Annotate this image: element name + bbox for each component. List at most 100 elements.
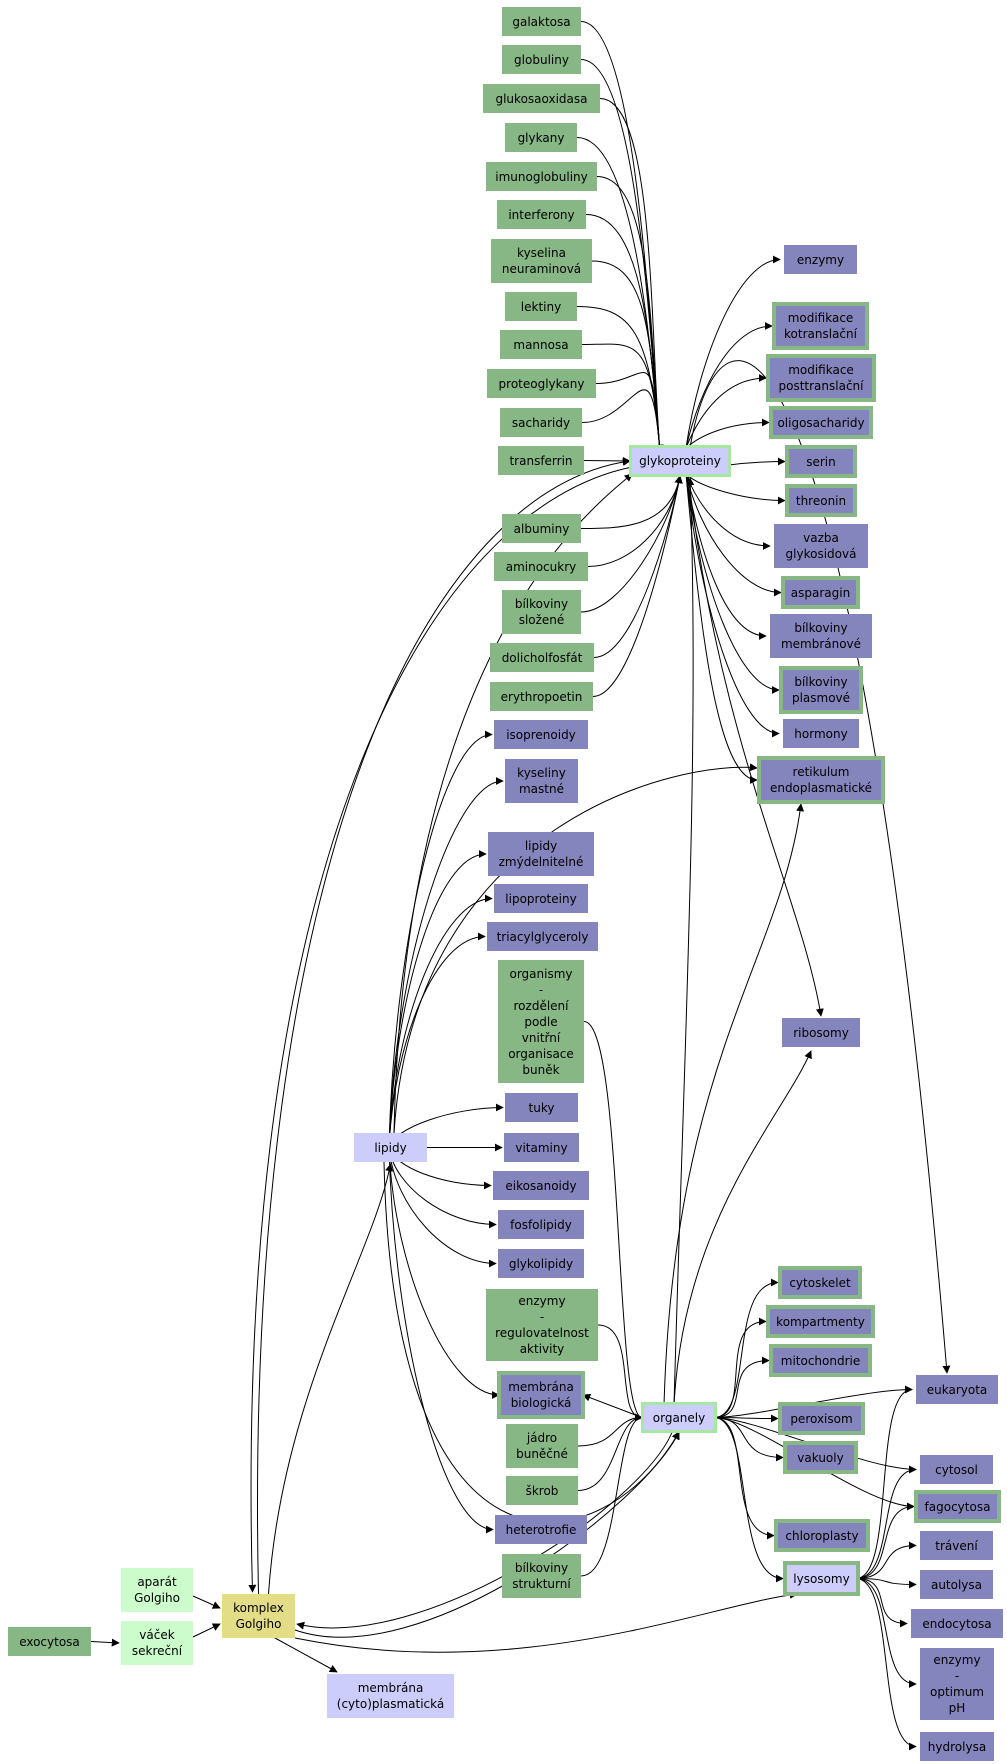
node-bilkoviny-membranove[interactable]: bílkoviny membránové	[770, 614, 872, 658]
node-tuky[interactable]: tuky	[505, 1093, 578, 1122]
edge-imunoglobuliny	[596, 176, 664, 453]
node-ribosomy[interactable]: ribosomy	[782, 1018, 860, 1047]
node-mannosa[interactable]: mannosa	[500, 330, 582, 359]
edge-lipidy-isoprenoidy	[388, 730, 493, 1148]
node-albuminy[interactable]: albuminy	[502, 514, 581, 543]
node-retikulum-endoplasmaticke[interactable]: retikulum endoplasmatické	[757, 756, 885, 804]
node-organely[interactable]: organely	[641, 1402, 717, 1433]
node-oligosacharidy[interactable]: oligosacharidy	[769, 406, 873, 439]
node-vitaminy[interactable]: vitaminy	[504, 1133, 579, 1162]
node-isoprenoidy[interactable]: isoprenoidy	[494, 720, 588, 749]
edge-gp-modifikace-posttranslacni	[685, 374, 767, 449]
node-glukosaoxidasa[interactable]: glukosaoxidasa	[483, 84, 600, 113]
node-bilkoviny-strukturni[interactable]: bílkoviny strukturní	[502, 1554, 581, 1598]
edge-organely-ribosomy	[673, 1050, 812, 1406]
node-bilkoviny-slozene[interactable]: bílkoviny složené	[502, 590, 581, 634]
node-glykany[interactable]: glykany	[505, 123, 577, 152]
node-lektiny[interactable]: lektiny	[505, 292, 577, 321]
edge-gp-threonin	[685, 473, 786, 505]
node-vakuoly[interactable]: vakuoly	[783, 1441, 858, 1474]
edge-gp-modifikace-kotranslacni	[685, 322, 773, 449]
node-bilkoviny-plasmove[interactable]: bílkoviny plasmové	[779, 666, 863, 714]
node-vazba-glykosidova[interactable]: vazba glykosidová	[774, 524, 868, 568]
node-enzymy[interactable]: enzymy	[784, 245, 857, 274]
node-kyselina-neuraminova[interactable]: kyselina neuraminová	[491, 239, 592, 283]
node-komplex-golgiho[interactable]: komplex Golgiho	[222, 1594, 295, 1638]
node-asparagin[interactable]: asparagin	[781, 576, 860, 609]
node-membrana-cytoplasmaticka[interactable]: membrána (cyto)plasmatická	[327, 1674, 454, 1718]
node-erythropoetin[interactable]: erythropoetin	[490, 682, 593, 711]
edge-organely-lysosomy	[713, 1417, 784, 1583]
node-aminocukry[interactable]: aminocukry	[494, 552, 588, 581]
edge-jadro-bunecne	[577, 1413, 643, 1447]
node-aparat-golgiho[interactable]: aparát Golgiho	[121, 1568, 193, 1612]
node-kyseliny-mastne[interactable]: kyseliny mastné	[505, 759, 578, 803]
node-membrana-biologicka[interactable]: membrána biologická	[497, 1371, 585, 1419]
edge-gp-enzymy	[685, 255, 781, 449]
edge-organely-cytosol	[713, 1417, 917, 1474]
node-imunoglobuliny[interactable]: imunoglobuliny	[486, 162, 597, 191]
node-globuliny[interactable]: globuliny	[502, 45, 581, 74]
edge-lipidy-lipidy-zmydelnitelne	[388, 850, 487, 1148]
edge-mannosa	[581, 343, 664, 453]
node-glykolipidy[interactable]: glykolipidy	[498, 1249, 584, 1278]
edge-lysosomy-autolysa	[855, 1578, 917, 1589]
node-fosfolipidy[interactable]: fosfolipidy	[498, 1210, 584, 1239]
node-exocytosa[interactable]: exocytosa	[8, 1627, 91, 1656]
node-organismy[interactable]: organismy - rozdělení podle vnitřní orga…	[498, 960, 584, 1083]
node-kompartmenty[interactable]: kompartmenty	[766, 1305, 875, 1338]
node-traveni[interactable]: trávení	[920, 1531, 993, 1560]
edge-albuminy	[580, 475, 683, 529]
node-fagocytosa[interactable]: fagocytosa	[914, 1490, 1001, 1523]
edge-lipidy-heterotrofie	[388, 1147, 494, 1534]
node-vacek-sekrecni[interactable]: váček sekreční	[121, 1621, 193, 1665]
node-lipidy-zmydelnitelne[interactable]: lipidy zmýdelnitelné	[488, 832, 594, 876]
edge-bilkoviny-strukturni	[580, 1413, 643, 1577]
node-peroxisom[interactable]: peroxisom	[778, 1402, 865, 1435]
edge-lysosomy-enzymy-optimum-ph	[855, 1578, 917, 1688]
node-heterotrofie[interactable]: heterotrofie	[495, 1515, 587, 1544]
edge-bilkoviny-slozene	[580, 475, 683, 613]
node-endocytosa[interactable]: endocytosa	[911, 1609, 1003, 1638]
node-glykoproteiny[interactable]: glykoproteiny	[629, 445, 731, 477]
node-interferony[interactable]: interferony	[497, 200, 586, 229]
node-modifikace-posttranslacni[interactable]: modifikace posttranslační	[766, 354, 876, 402]
node-lysosomy[interactable]: lysosomy	[783, 1561, 860, 1596]
edge-organely-retikulum	[663, 803, 805, 1406]
node-enzymy-regulovatelnost[interactable]: enzymy - regulovatelnost aktivity	[486, 1289, 598, 1361]
node-proteoglykany[interactable]: proteoglykany	[487, 369, 596, 398]
edge-lipidy-organely	[383, 1161, 680, 1523]
node-eukaryota[interactable]: eukaryota	[916, 1375, 998, 1404]
node-transferrin[interactable]: transferrin	[498, 446, 584, 475]
node-triacylglyceroly[interactable]: triacylglyceroly	[487, 922, 598, 951]
node-dolicholfosfat[interactable]: dolicholfosfát	[490, 643, 594, 672]
node-enzymy-optimum-ph[interactable]: enzymy - optimum pH	[920, 1648, 994, 1720]
edge-aparat-komplex	[192, 1595, 221, 1609]
node-hydrolysa[interactable]: hydrolysa	[920, 1732, 994, 1761]
node-lipoproteiny[interactable]: lipoproteiny	[494, 884, 588, 913]
node-mitochondrie[interactable]: mitochondrie	[769, 1344, 872, 1377]
edge-lysosomy-cytosol	[855, 1465, 917, 1579]
node-threonin[interactable]: threonin	[785, 484, 857, 517]
edge-lysosomy-eukaryota	[855, 1385, 913, 1579]
edge-organely-peroxisom	[713, 1414, 779, 1423]
node-eikosanoidy[interactable]: eikosanoidy	[493, 1171, 589, 1200]
edge-organely-eukaryota	[713, 1385, 913, 1418]
node-sacharidy[interactable]: sacharidy	[500, 408, 582, 437]
node-lipidy[interactable]: lipidy	[354, 1133, 427, 1162]
node-modifikace-kotranslacni[interactable]: modifikace kotranslační	[772, 302, 869, 350]
edge-lysosomy-fagocytosa	[855, 1502, 915, 1579]
node-galaktosa[interactable]: galaktosa	[502, 7, 581, 36]
node-chloroplasty[interactable]: chloroplasty	[774, 1519, 870, 1552]
edge-organely-kompartmenty	[713, 1317, 767, 1418]
node-hormony[interactable]: hormony	[783, 719, 859, 748]
node-cytoskelet[interactable]: cytoskelet	[778, 1266, 862, 1299]
edge-organely-cytoskelet	[713, 1278, 779, 1418]
node-jadro-bunecne[interactable]: jádro buněčné	[506, 1424, 578, 1468]
edge-erythropoetin	[592, 475, 683, 697]
node-cytosol[interactable]: cytosol	[920, 1455, 993, 1484]
edge-sacharidy	[581, 389, 664, 453]
node-autolysa[interactable]: autolysa	[920, 1570, 993, 1599]
node-skrob[interactable]: škrob	[506, 1476, 578, 1505]
node-serin[interactable]: serin	[785, 445, 857, 478]
